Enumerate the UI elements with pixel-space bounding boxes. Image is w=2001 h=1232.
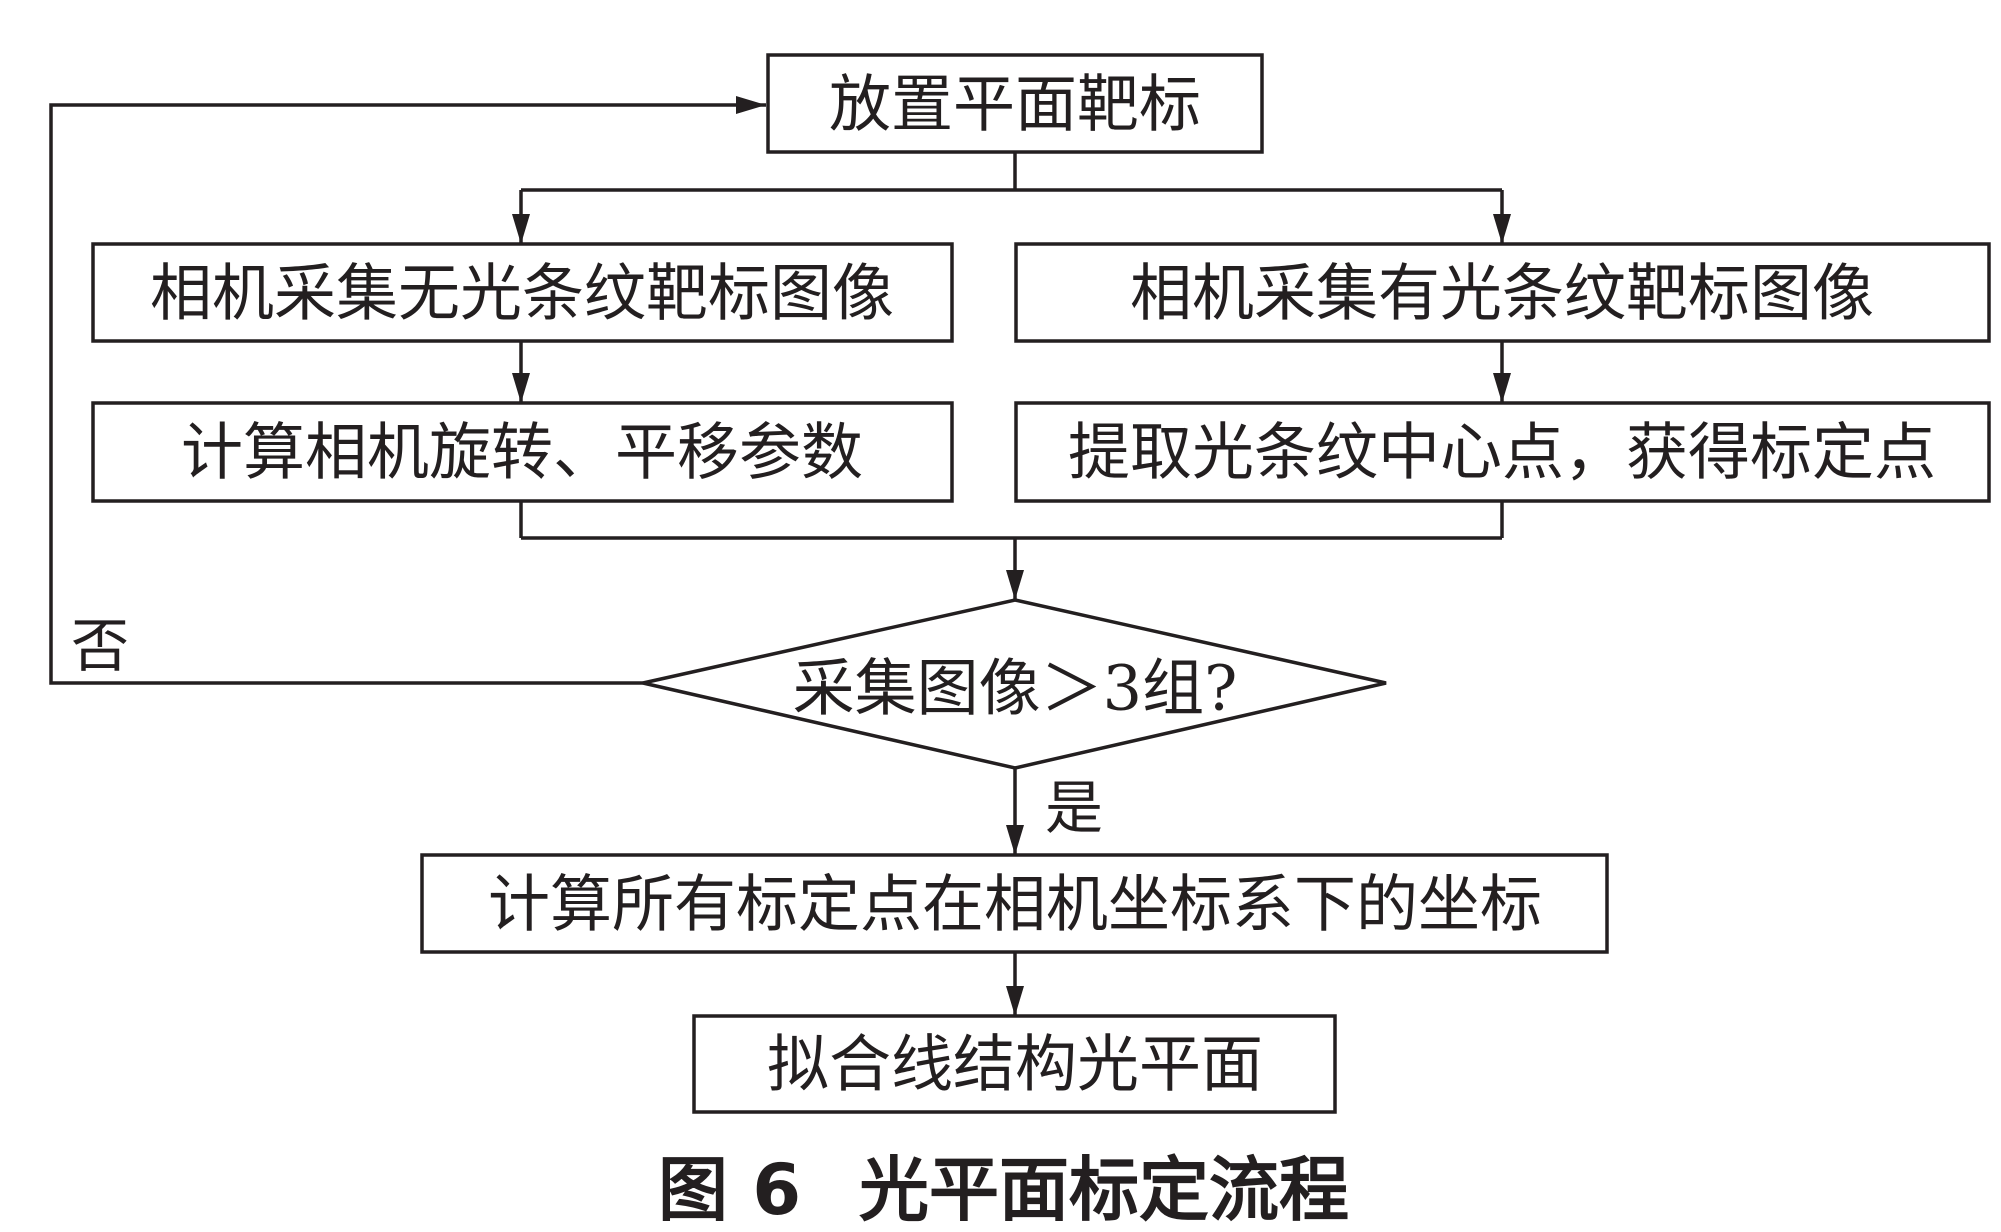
node-fit-plane-label: 拟合线结构光平面 (767, 1028, 1263, 1101)
node-decision-label: 采集图像＞3组? (793, 652, 1238, 725)
node-fit-plane-box (692, 1014, 1337, 1114)
edge-label-yes: 是 (1045, 774, 1103, 842)
node-capture-stripe-box (1014, 242, 1991, 343)
node-compute-params-label: 计算相机旋转、平移参数 (181, 416, 863, 489)
node-capture-no-stripe-label: 相机采集无光条纹靶标图像 (150, 257, 894, 330)
node-place-target-label: 放置平面靶标 (829, 68, 1201, 141)
edge-label-no: 否 (71, 612, 129, 680)
node-compute-coords-box (420, 853, 1609, 954)
node-compute-coords-label: 计算所有标定点在相机坐标系下的坐标 (488, 868, 1542, 941)
figure-caption-label: 图 6 (658, 1149, 801, 1231)
node-compute-params-box (91, 401, 954, 503)
node-capture-stripe-label: 相机采集有光条纹靶标图像 (1130, 257, 1874, 330)
node-extract-points-box (1014, 401, 1991, 503)
node-extract-points-label: 提取光条纹中心点，获得标定点 (1068, 416, 1936, 489)
figure-caption-title: 光平面标定流程 (859, 1149, 1349, 1231)
loop-back-connector (49, 96, 766, 685)
